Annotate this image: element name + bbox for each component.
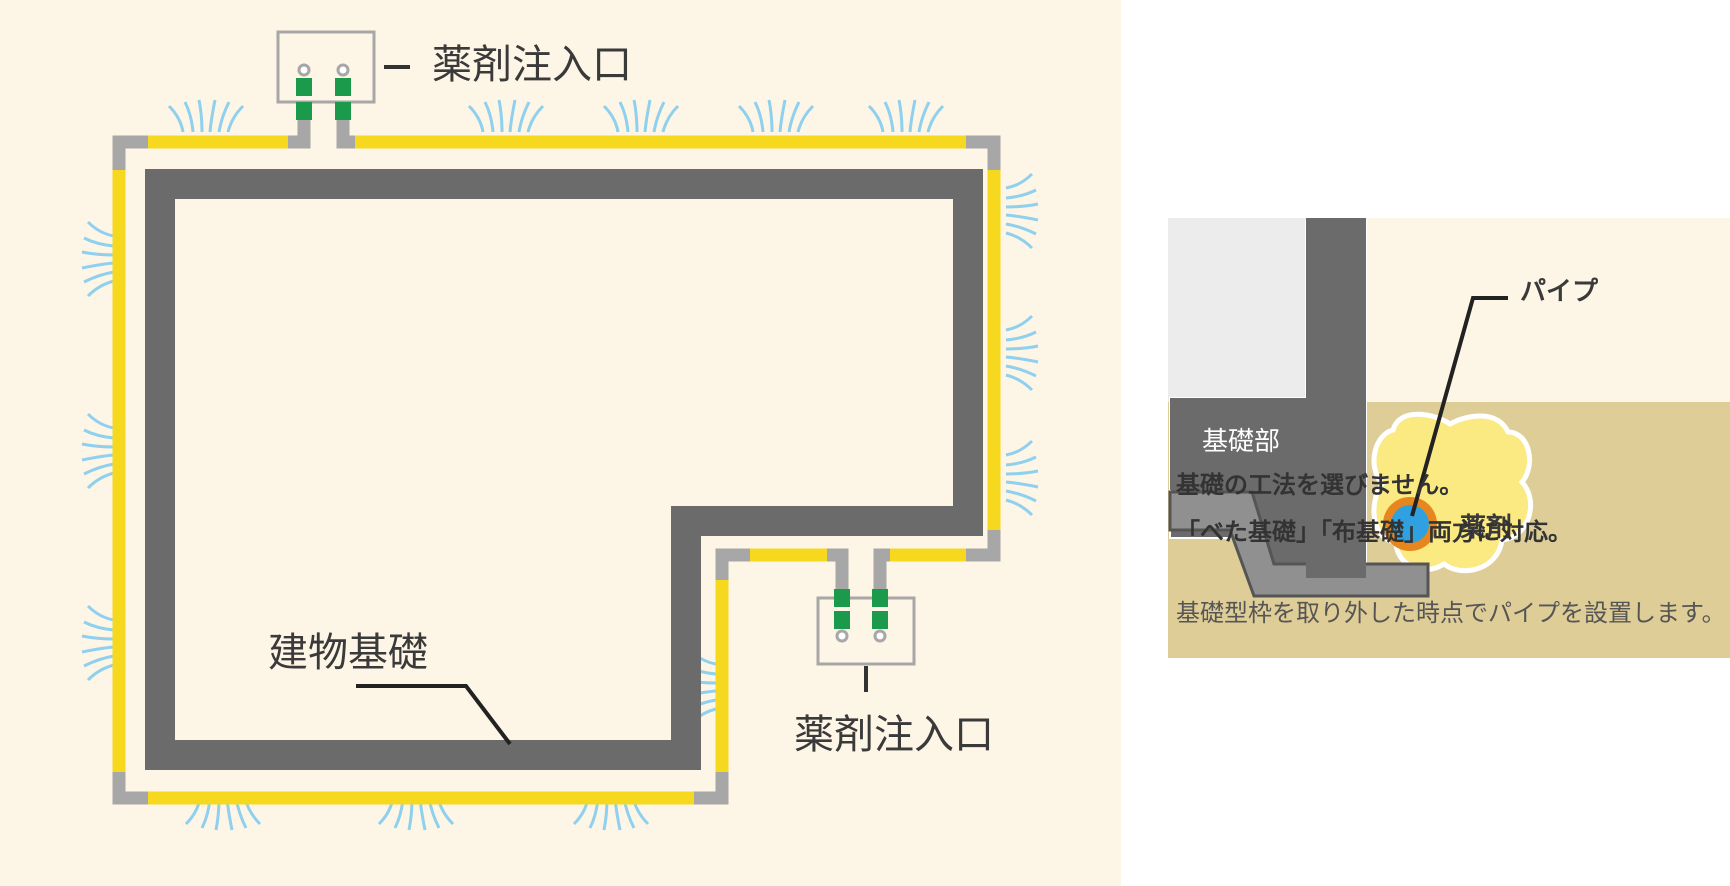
pipe-leader-line	[1410, 296, 1508, 517]
inlet-label-bottom: 薬剤注入口	[794, 712, 994, 758]
pipe-label: パイプ	[1520, 277, 1599, 307]
pipe-icon	[1383, 497, 1437, 551]
foundation-leader-line	[356, 684, 512, 746]
valve-icon	[296, 63, 312, 120]
perimeter-pipe	[112, 82, 1001, 805]
chemical-label: 薬剤	[1460, 512, 1512, 543]
caption-heading-line2: 「べた基礎」「布基礎」両方に対応。	[1176, 518, 1572, 546]
building-foundation	[145, 169, 983, 770]
caption-heading-line1: 基礎の工法を選びません。	[1176, 471, 1464, 499]
inlet-label-top: 薬剤注入口	[432, 42, 632, 88]
chemical-inlet-bottom: 薬剤注入口	[794, 589, 994, 758]
valve-icon	[335, 63, 351, 120]
chemical-inlet-top: 薬剤注入口	[276, 30, 632, 120]
caption-body: 基礎型枠を取り外した時点でパイプを設置します。	[1176, 599, 1726, 627]
valve-icon	[872, 589, 888, 643]
valve-icon	[834, 589, 850, 643]
foundation-label: 建物基礎	[268, 630, 428, 676]
cross-section-diagram: 基礎部 パイプ 薬剤	[1168, 218, 1730, 658]
plan-diagram: 薬剤注入口 薬剤注入口 建物基礎	[0, 0, 1121, 886]
foundation-part-label: 基礎部	[1202, 427, 1280, 457]
section-wall-area	[1366, 218, 1730, 402]
caption-heading: 基礎の工法を選びません。 「べた基礎」「布基礎」両方に対応。	[1176, 462, 1730, 556]
